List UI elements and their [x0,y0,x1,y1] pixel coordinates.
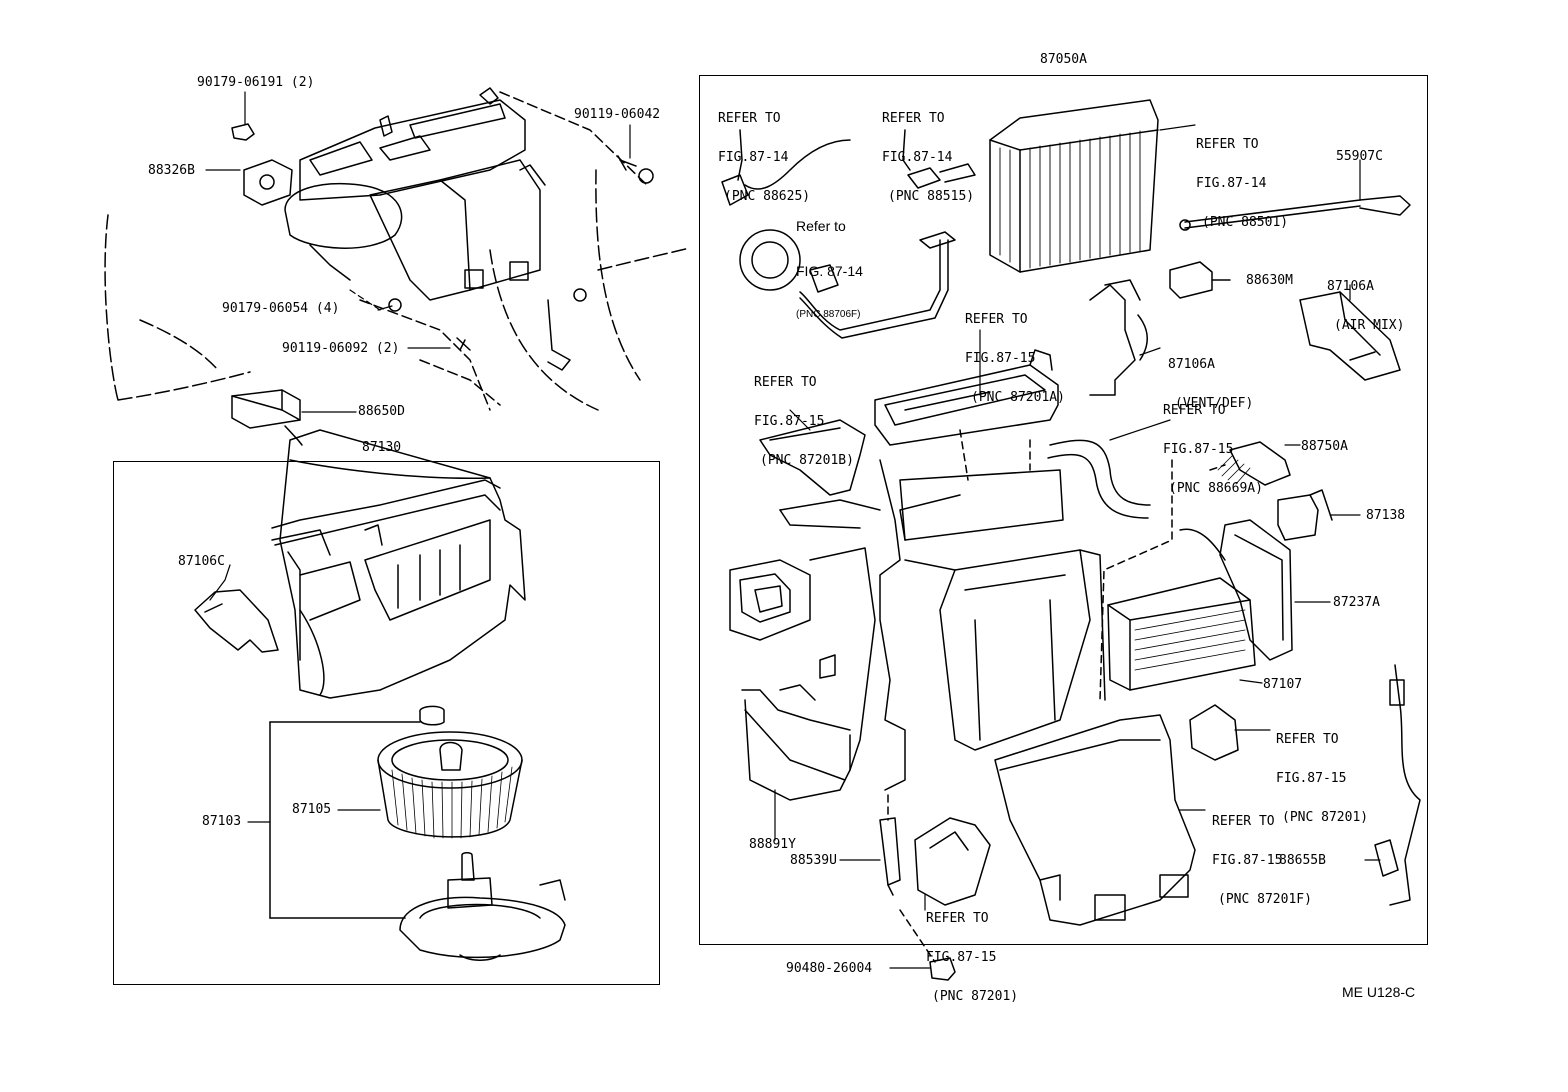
blower-assembly-frame [113,461,660,985]
ref-87201b-line3: (PNC 87201B) [760,453,854,468]
label-90119-06042: 90119-06042 [574,107,661,122]
label-87105: 87105 [292,802,332,817]
ref-88625-line1: REFER TO [718,111,781,126]
ref-87201a-line2: FIG.87-15 [965,351,1036,366]
ref-87201b-line1: REFER TO [754,375,817,390]
label-88655b: 88655B [1279,853,1326,868]
label-87138: 87138 [1366,508,1406,523]
ref-88706f-line1: Refer to [796,218,846,234]
ref-87201f-line3: (PNC 87201F) [1218,892,1312,907]
ref-88706f-line2: FIG. 87-14 [796,263,863,279]
dashboard-outline [104,91,691,411]
drawing-id: ME U128-C [1342,984,1416,1000]
label-87106a-air-line1: 87106A [1327,279,1374,294]
ref-88706f-line3: (PNC 88706F) [796,309,861,320]
label-87107: 87107 [1263,677,1303,692]
ref-88625: REFER TO FIG.87-14 (PNC 88625) [718,86,810,216]
ref-87201f: REFER TO FIG.87-15 (PNC 87201F) [1212,789,1312,919]
unit-assembly-drawing [721,99,1421,981]
ref-88706f: Refer to FIG. 87-14 (PNC 88706F) [796,189,863,335]
label-87106a-air-mix: 87106A (AIR MIX) [1327,254,1404,345]
ref-87201-bottom-line1: REFER TO [926,911,989,926]
ref-88501-line1: REFER TO [1196,137,1259,152]
label-87106a-vent-line1: 87106A [1168,357,1215,372]
ref-88501-line3: (PNC 88501) [1202,215,1289,230]
ref-88669a-line3: (PNC 88669A) [1169,481,1263,496]
ref-87201a-line3: (PNC 87201A) [971,390,1065,405]
unit-assembly-frame [699,75,1428,945]
label-88650d: 88650D [358,404,405,419]
ref-87201-bottom-line3: (PNC 87201) [932,989,1019,1004]
ref-87201-right-line2: FIG.87-15 [1276,771,1347,786]
ref-87201a-line1: REFER TO [965,312,1028,327]
label-90179-06191: 90179-06191 (2) [197,75,315,90]
label-88891y: 88891Y [749,837,796,852]
ref-88669a-line1: REFER TO [1163,403,1226,418]
ref-87201-right: REFER TO FIG.87-15 (PNC 87201) [1276,707,1368,837]
clips-90179-06054 [388,288,587,371]
leader-lines-top-left [205,91,631,413]
label-87103: 87103 [202,814,242,829]
amplifier-88650d [231,389,303,446]
label-87237a: 87237A [1333,595,1380,610]
label-55907c: 55907C [1336,149,1383,164]
label-87106a-air-line2: (AIR MIX) [1334,318,1405,333]
label-88539u: 88539U [790,853,837,868]
ref-88669a: REFER TO FIG.87-15 (PNC 88669A) [1163,378,1263,508]
label-90179-06054: 90179-06054 (4) [222,301,340,316]
ref-87201f-line2: FIG.87-15 [1212,853,1283,868]
ref-88515-line3: (PNC 88515) [888,189,975,204]
label-87106a-vent-def: 87106A (VENT/DEF) [1168,332,1253,423]
fastener-88326b [231,123,293,206]
label-87106a-vent-line2: (VENT/DEF) [1175,396,1254,411]
label-87050a: 87050A [1040,52,1087,67]
label-87130: 87130 [362,440,402,455]
ref-87201-right-line3: (PNC 87201) [1282,810,1369,825]
ref-88669a-line2: FIG.87-15 [1163,442,1234,457]
ref-88501: REFER TO FIG.87-14 (PNC 88501) [1196,112,1288,242]
bolt-90119-06042 [617,155,654,184]
ref-87201-bottom: REFER TO FIG.87-15 (PNC 87201) [926,886,1018,1016]
ref-87201b-line2: FIG.87-15 [754,414,825,429]
ref-88515: REFER TO FIG.87-14 (PNC 88515) [882,86,974,216]
ref-88625-line3: (PNC 88625) [724,189,811,204]
ref-87201a: REFER TO FIG.87-15 (PNC 87201A) [965,287,1065,417]
ref-88515-line1: REFER TO [882,111,945,126]
ref-88625-line2: FIG.87-14 [718,150,789,165]
label-90480-26004: 90480-26004 [786,961,873,976]
label-88326b: 88326B [148,163,195,178]
ref-87201f-line1: REFER TO [1212,814,1275,829]
label-88630m: 88630M [1246,273,1293,288]
ref-87201-bottom-line2: FIG.87-15 [926,950,997,965]
label-90119-06092: 90119-06092 (2) [282,341,400,356]
label-88750a: 88750A [1301,439,1348,454]
ref-87201b: REFER TO FIG.87-15 (PNC 87201B) [754,350,854,480]
ref-88515-line2: FIG.87-14 [882,150,953,165]
heater-unit-installed [284,87,546,301]
blower-assembly-drawing [194,429,566,961]
ref-88501-line2: FIG.87-14 [1196,176,1267,191]
label-87106c: 87106C [178,554,225,569]
ref-87201-right-line1: REFER TO [1276,732,1339,747]
